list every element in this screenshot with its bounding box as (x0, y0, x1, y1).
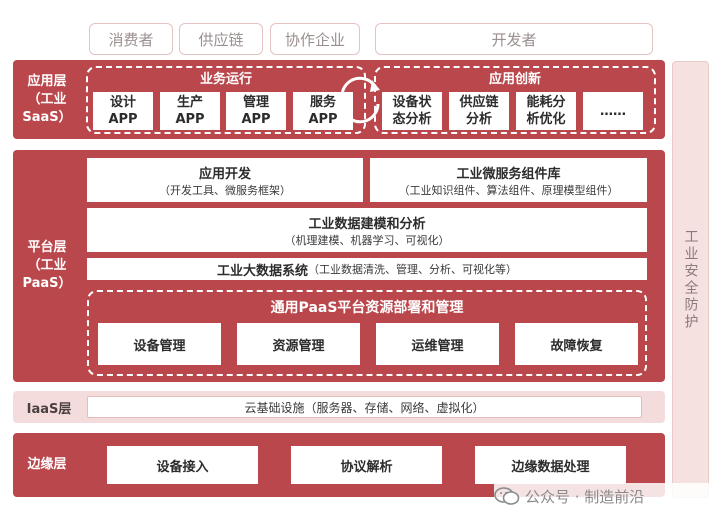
cycle-arrows-icon (340, 76, 380, 124)
security-label: 工业安全防护 (682, 228, 699, 331)
app-line1: 生产 (176, 95, 203, 110)
paas-fault-recovery: 故障恢复 (515, 323, 638, 365)
paas-title: 通用PaaS平台资源部署和管理 (270, 300, 464, 316)
app-layer-label: 应用层 （工业SaaS） (13, 60, 81, 139)
top-box-supply-chain: 供应链 (179, 23, 263, 55)
app-innovation-title: 应用创新 (488, 71, 541, 87)
app-energy-optimization: 能耗分析优化 (516, 92, 576, 130)
app-line2: 态分析 (392, 112, 432, 127)
app-line1: 管理 (242, 95, 269, 110)
app-production: 生产 APP (160, 92, 220, 130)
data-modeling-title: 工业数据建模和分析 (308, 216, 426, 232)
app-innovation-group (374, 66, 656, 134)
app-dev-title: 应用开发 (198, 166, 251, 182)
app-supply-analysis: 供应链分析 (449, 92, 509, 130)
iaas-layer-label: IaaS层 (26, 401, 72, 417)
iaas-content: 云基础设施（服务器、存储、网络、虚拟化） (244, 400, 485, 415)
watermark: 公众号 · 制造前沿 (494, 483, 709, 509)
paas-group (87, 290, 647, 376)
business-ops-title: 业务运行 (199, 71, 252, 87)
app-dev-subtitle: （开发工具、微服务框架） (159, 183, 291, 197)
data-modeling-subtitle: （机理建模、机器学习、可视化） (284, 233, 450, 247)
app-line1: 供应链 (459, 95, 499, 110)
edge-protocol-parsing: 协议解析 (291, 446, 442, 484)
business-ops-group (86, 66, 366, 134)
app-line1: 设备状 (392, 95, 432, 110)
microservice-title: 工业微服务组件库 (456, 166, 561, 182)
watermark-text: 公众号 · 制造前沿 (525, 487, 645, 506)
bigdata-subtitle: （工业数据清洗、管理、分析、可视化等） (308, 263, 517, 276)
top-box-label: 供应链 (198, 30, 244, 49)
app-line1: 能耗分 (526, 95, 566, 110)
top-box-label: 消费者 (108, 30, 154, 49)
app-line1: 服务 (309, 95, 336, 110)
edge-layer-label: 边缘层 (27, 457, 67, 472)
platform-layer-label-line1: 平台层 (27, 240, 67, 255)
app-service: 服务 APP (293, 92, 353, 130)
app-line2: APP (175, 112, 205, 127)
app-line1: 设计 (109, 95, 136, 110)
edge-device-access: 设备接入 (107, 446, 258, 484)
top-box-label: 开发者 (491, 30, 537, 49)
bigdata-box: 工业大数据系统 （工业数据清洗、管理、分析、可视化等） (87, 258, 647, 280)
platform-layer-label-line2: （工业PaaS） (22, 258, 72, 291)
microservice-box: 工业微服务组件库 （工业知识组件、算法组件、原理模型组件） (370, 158, 647, 202)
app-line2: APP (241, 112, 271, 127)
app-line2: 析优化 (526, 112, 566, 127)
app-line2: APP (308, 112, 338, 127)
microservice-subtitle: （工业知识组件、算法组件、原理模型组件） (398, 183, 619, 197)
top-box-consumer: 消费者 (89, 23, 173, 55)
app-more: …… (583, 92, 643, 130)
paas-ops-mgmt: 运维管理 (376, 323, 499, 365)
app-line1: …… (600, 103, 626, 119)
app-management: 管理 APP (226, 92, 286, 130)
bigdata-title: 工业大数据系统 (216, 263, 308, 279)
paas-device-mgmt: 设备管理 (98, 323, 221, 365)
edge-data-processing: 边缘数据处理 (475, 446, 626, 484)
wechat-icon (494, 487, 520, 505)
app-layer-label-line1: 应用层 (27, 73, 67, 89)
security-panel: 工业安全防护 (672, 61, 709, 498)
top-box-partner: 协作企业 (270, 23, 360, 55)
app-equipment-analysis: 设备状态分析 (382, 92, 442, 130)
platform-layer-label: 平台层 （工业PaaS） (13, 150, 81, 382)
iaas-content-box: 云基础设施（服务器、存储、网络、虚拟化） (87, 396, 642, 418)
app-design: 设计 APP (93, 92, 153, 130)
app-dev-box: 应用开发 （开发工具、微服务框架） (87, 158, 363, 202)
app-line2: APP (108, 112, 138, 127)
data-modeling-box: 工业数据建模和分析 （机理建模、机器学习、可视化） (87, 208, 647, 252)
paas-resource-mgmt: 资源管理 (237, 323, 360, 365)
app-layer-label-line2: （工业SaaS） (22, 91, 72, 125)
app-line2: 分析 (465, 112, 492, 127)
top-box-label: 协作企业 (284, 30, 345, 49)
top-box-developer: 开发者 (375, 23, 653, 55)
